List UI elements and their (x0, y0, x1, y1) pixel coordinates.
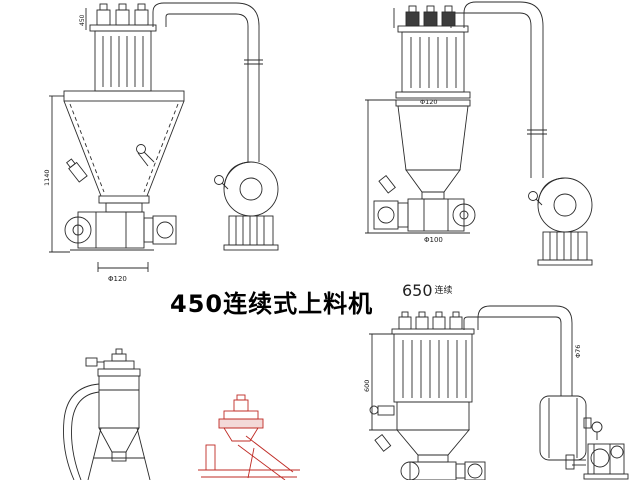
feeder-450-blower (223, 161, 279, 251)
feeder-450-gauge (214, 175, 229, 190)
dim-large-pipe: Φ76 (574, 345, 582, 358)
hopper-loader-hose (63, 383, 100, 480)
dim-650-outlet: Φ100 (424, 236, 443, 244)
title-650-suffix: 连续 (434, 286, 453, 296)
feeder-650-top-plate (397, 25, 469, 33)
feeder-650-level-sensor (378, 175, 396, 194)
large-feeder-pipe (463, 305, 573, 396)
feeder-450-drawing (49, 2, 279, 272)
title-450-model: 450连续式上料机 (170, 290, 374, 318)
large-feeder-hopper (396, 401, 470, 463)
feeder-450-pipe (152, 2, 263, 162)
large-feeder-drawing (369, 305, 629, 480)
feeder-650-hopper (395, 91, 471, 200)
feeder-450-cone-fitting (136, 144, 155, 167)
feeder-450-level-sensor (66, 158, 88, 183)
feeder-650-blower (537, 177, 593, 266)
dim-650-inlet: Φ120 (420, 98, 438, 106)
red-feeder-base (198, 444, 300, 478)
feeder-450-top-valves (96, 3, 149, 26)
large-feeder-discharge-valve (400, 461, 486, 480)
compact-feeder-red-drawing (198, 394, 300, 480)
feeder-450-filter-housing (94, 30, 152, 92)
hopper-loader-stand (87, 427, 151, 480)
hopper-loader-lid (85, 348, 141, 377)
dim-450-outlet: Φ120 (108, 275, 127, 283)
feeder-650-gauge (528, 191, 543, 206)
large-feeder-top-valves (398, 311, 463, 330)
hopper-loader-body (98, 375, 140, 462)
red-feeder-motor (233, 394, 249, 412)
vacuum-pump (565, 443, 629, 480)
large-feeder-filter-housing (393, 333, 473, 403)
dim-large-height: 600 (363, 380, 371, 392)
large-feeder-top-plate (391, 328, 475, 335)
feeder-650-drawing (365, 1, 593, 266)
vacuum-tank (539, 395, 592, 461)
large-feeder-fittings (369, 405, 395, 452)
dimension-texts: 450 1140 Φ120 Φ120 Φ100 600 Φ76 (43, 14, 582, 392)
large-feeder-dimensions (369, 333, 397, 431)
feeder-650-top-valves (405, 5, 456, 27)
red-incline-conveyor (237, 435, 294, 480)
feeder-650-dimensions (365, 8, 402, 234)
feeder-450-top-plate (89, 24, 157, 32)
feeder-450-discharge-valve (64, 211, 177, 251)
feeder-650-discharge-valve (373, 198, 476, 234)
dim-450-top-width: 450 (79, 14, 86, 26)
feeder-450-dimensions (49, 8, 149, 272)
pressure-gauge (591, 421, 603, 440)
feeder-650-pipe (450, 1, 547, 178)
title-650-number: 650 (402, 281, 433, 300)
feeder-650-filter-housing (401, 31, 465, 93)
red-feeder-body (218, 410, 264, 442)
feeder-450-hopper (63, 90, 185, 213)
dim-450-height: 1140 (43, 169, 51, 186)
hopper-loader-drawing (63, 348, 151, 480)
